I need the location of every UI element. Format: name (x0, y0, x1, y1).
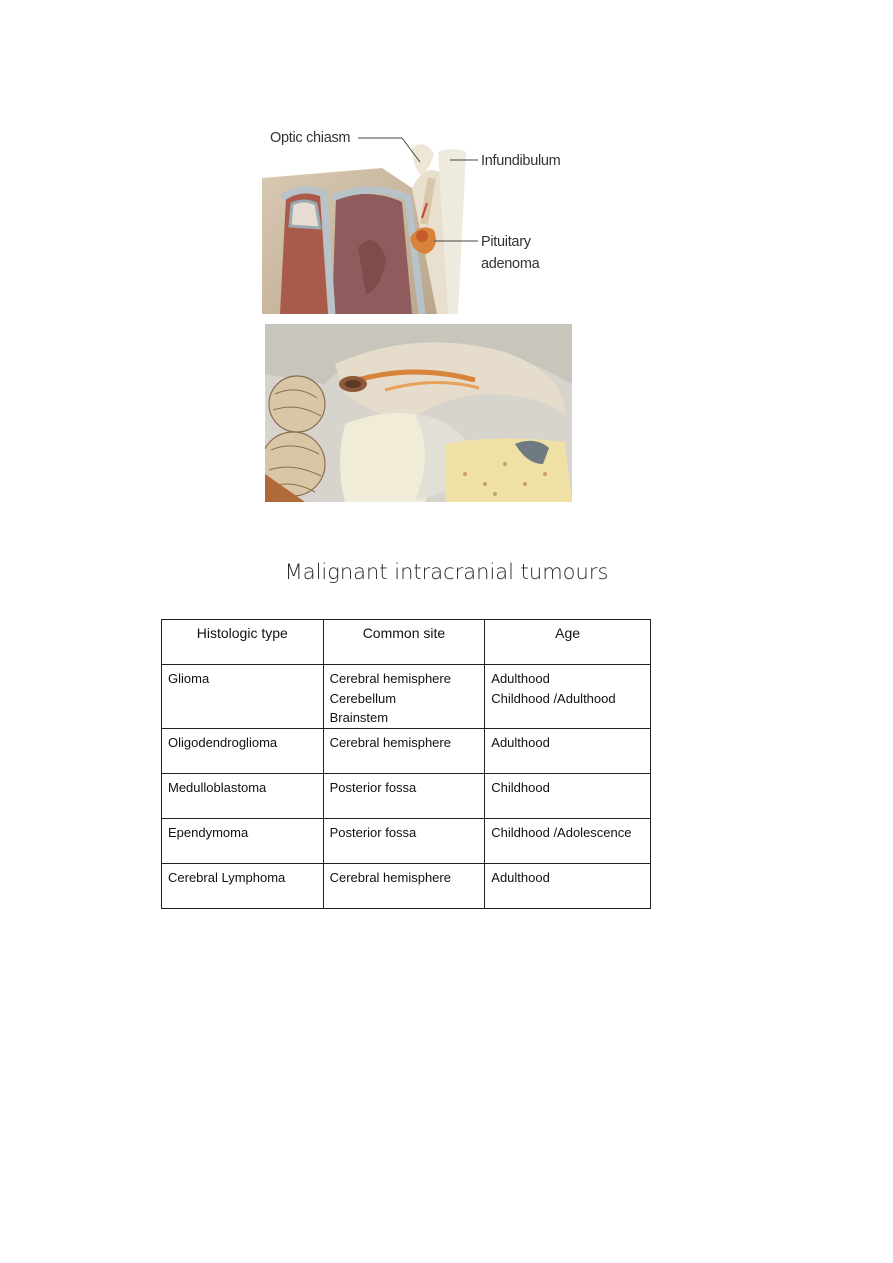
site-line: Cerebellum (329, 690, 397, 706)
histologic-type-cell: Oligodendroglioma (161, 727, 324, 774)
site-line: Brainstem (329, 710, 389, 725)
optic-chiasm-label: Optic chiasm (270, 130, 350, 146)
histologic-type-cell: Ependymoma (161, 817, 324, 864)
page-title: Malignant intracranial tumours (284, 560, 609, 584)
common-site-cell: Cerebral hemisphere (322, 862, 486, 909)
header-age: Age (484, 619, 651, 665)
sagittal-brain-illustration (265, 324, 572, 502)
header-histologic-type: Histologic type (161, 619, 324, 665)
common-site-cell: Posterior fossa (322, 817, 486, 864)
age-line: Adulthood (491, 671, 550, 686)
age-line: Childhood /Adulthood (491, 690, 616, 706)
pituitary-label: Pituitary (481, 234, 532, 250)
table-row: Cerebral Lymphoma Cerebral hemisphere Ad… (161, 862, 651, 909)
common-site-cell: Cerebral hemisphere (322, 727, 486, 774)
common-site-cell: Cerebral hemisphere Cerebellum Brainstem (322, 664, 486, 729)
histologic-type-cell: Glioma (161, 664, 324, 729)
histologic-type-cell: Cerebral Lymphoma (161, 862, 324, 909)
tumour-table: Histologic type Common site Age Glioma C… (161, 619, 651, 909)
site-line: Cerebral hemisphere (329, 671, 451, 686)
histologic-type-cell: Medulloblastoma (161, 772, 324, 819)
table-row: Medulloblastoma Posterior fossa Childhoo… (161, 772, 651, 819)
age-cell: Adulthood (484, 727, 651, 774)
header-common-site: Common site (322, 619, 486, 665)
table-header-row: Histologic type Common site Age (161, 619, 651, 665)
age-cell: Adulthood (484, 862, 651, 909)
common-site-cell: Posterior fossa (322, 772, 486, 819)
table-row: Oligodendroglioma Cerebral hemisphere Ad… (161, 727, 651, 774)
age-cell: Adulthood Childhood /Adulthood (484, 664, 651, 729)
adenoma-label: adenoma (481, 256, 541, 272)
infundibulum-label: Infundibulum (481, 153, 561, 169)
age-cell: Childhood (484, 772, 651, 819)
pituitary-adenoma-illustration: Optic chiasm Infundibulum Pituitary aden… (262, 118, 574, 314)
table-row: Glioma Cerebral hemisphere Cerebellum Br… (161, 664, 651, 729)
table-row: Ependymoma Posterior fossa Childhood /Ad… (161, 817, 651, 864)
age-cell: Childhood /Adolescence (484, 817, 651, 864)
